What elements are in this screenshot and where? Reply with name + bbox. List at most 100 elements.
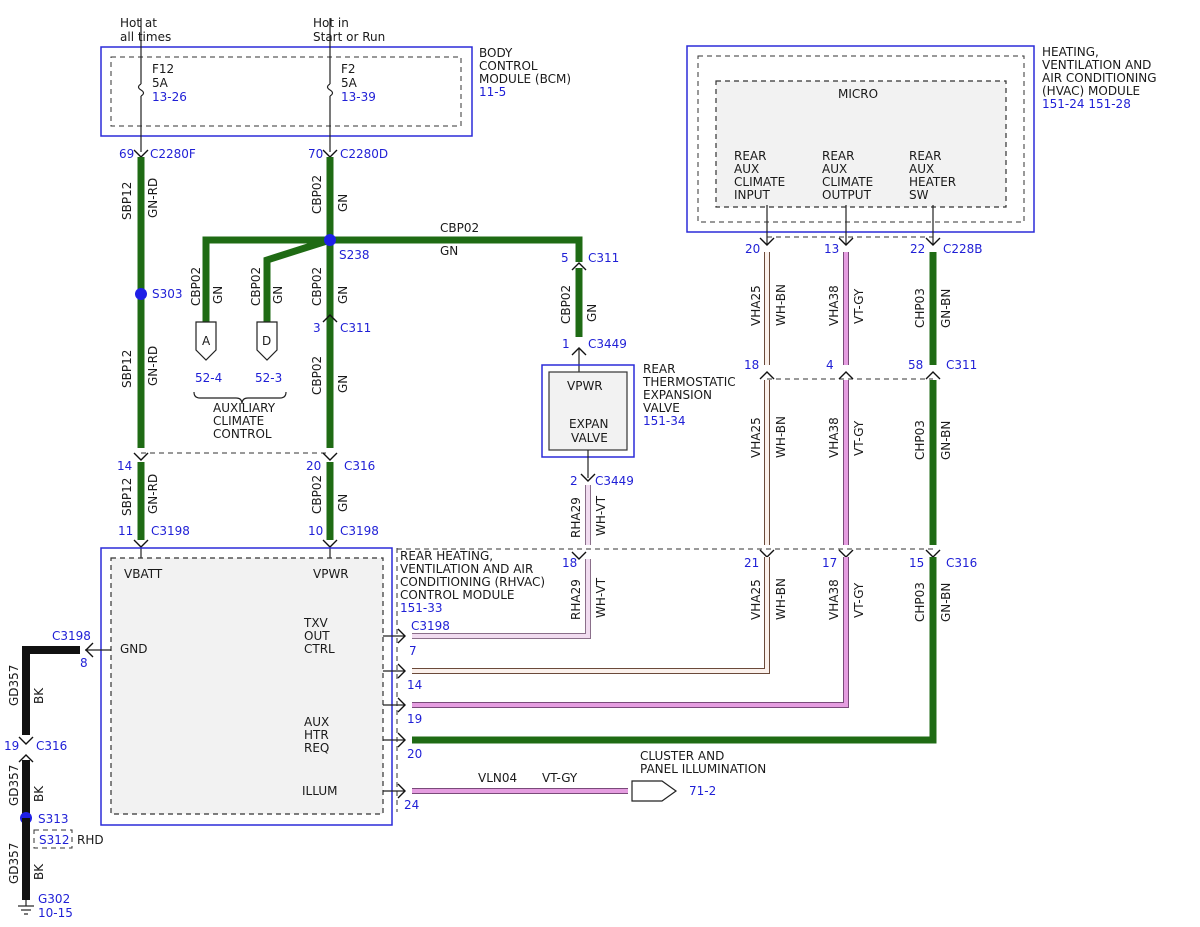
wire-label-whbn-2: WH-BN [774, 416, 788, 458]
rhvac-vbatt: VBATT [124, 567, 163, 581]
splice-s238 [324, 234, 336, 246]
bcm-title-line3: MODULE (BCM) [479, 72, 571, 86]
hvac-pin1-l2: AUX [734, 162, 759, 176]
wire-vha38-lower [412, 557, 848, 707]
rhvac-title-line4: CONTROL MODULE [400, 588, 515, 602]
txv-vpwr: VPWR [567, 379, 603, 393]
pin-1: 1 [562, 337, 570, 351]
rhvac-aux-line3: REQ [304, 741, 329, 755]
cluster-title-line2: PANEL ILLUMINATION [640, 762, 766, 776]
pin-18-c311: 18 [744, 358, 759, 372]
rhvac-illum: ILLUM [302, 784, 337, 798]
pin-21-c316: 21 [744, 556, 759, 570]
wire-label-gnrd-1: GN-RD [146, 178, 160, 218]
connector-c316-left: C316 [344, 459, 375, 473]
wire-label-cbp02-4: CBP02 [559, 285, 573, 324]
wire-label-bk-1: BK [32, 687, 46, 704]
hvac-pin2-l3: CLIMATE [822, 175, 873, 189]
aux-conn-a-label: A [202, 334, 211, 348]
txv-ref: 151-34 [643, 414, 686, 428]
hvac-pin3-l1: REAR [909, 149, 941, 163]
aux-title-line3: CONTROL [213, 427, 272, 441]
cluster-connector [631, 780, 678, 802]
fuse-f12-name: F12 [152, 62, 174, 76]
bcm-title-line1: BODY [479, 46, 513, 60]
pin-18-c316: 18 [562, 556, 577, 570]
pin-17-c316: 17 [822, 556, 837, 570]
aux-climate-connector-a: A [195, 321, 217, 361]
ground-ref: 10-15 [38, 906, 73, 920]
wire-label-gn-2: GN [336, 286, 350, 304]
hvac-pin2-l4: OUTPUT [822, 188, 872, 202]
aux-ref-a: 52-4 [195, 371, 222, 385]
pin-8: 8 [80, 656, 88, 670]
connector-c316-gnd: C316 [36, 739, 67, 753]
hvac-pin2-l1: REAR [822, 149, 854, 163]
wire-label-vha38-3: VHA38 [827, 579, 841, 620]
wire-label-gn-1: GN [336, 194, 350, 212]
wire-label-vha25-3: VHA25 [749, 579, 763, 620]
wire-cbp02-top-label: CBP02 [440, 221, 479, 235]
wire-label-chp03-3: CHP03 [913, 582, 927, 622]
wire-label-vha25-2: VHA25 [749, 417, 763, 458]
cluster-ref: 71-2 [689, 784, 716, 798]
bcm-ref: 11-5 [479, 85, 506, 99]
pin-24: 24 [404, 798, 419, 812]
hvac-micro-label: MICRO [838, 87, 878, 101]
txv-body-line2: VALVE [571, 431, 608, 445]
wire-label-vtgy-1: VT-GY [852, 288, 866, 324]
splice-s312-box [33, 829, 73, 849]
txv-title-line1: REAR [643, 362, 675, 376]
wire-label-gn-4: GN [585, 304, 599, 322]
ground-g302: G302 [38, 892, 70, 906]
connector-c311-right: C311 [946, 358, 977, 372]
hvac-pin1-l3: CLIMATE [734, 175, 785, 189]
connector-c3198-gnd: C3198 [52, 629, 91, 643]
wire-label-gd357-3: GD357 [7, 843, 21, 884]
rhvac-gnd: GND [120, 642, 148, 656]
pin-2: 2 [570, 474, 578, 488]
rhvac-aux-line1: AUX [304, 715, 329, 729]
wire-label-sbp12-2: SBP12 [120, 350, 134, 388]
wire-label-sbp12-3: SBP12 [120, 478, 134, 516]
hot-at-all-times-line1: Hot at [120, 16, 157, 30]
fuse-f2-ref: 13-39 [341, 90, 376, 104]
wire-label-vha38-1: VHA38 [827, 285, 841, 326]
rhvac-txv-line3: CTRL [304, 642, 335, 656]
connector-c3198-11: C3198 [151, 524, 190, 538]
pin-5: 5 [561, 251, 569, 265]
wire-label-gn-5: GN [336, 494, 350, 512]
splice-s303-label: S303 [152, 287, 183, 301]
connector-c2280f: C2280F [150, 147, 196, 161]
hvac-pin3-l2: AUX [909, 162, 934, 176]
aux-title-line1: AUXILIARY [213, 401, 276, 415]
connector-c3449-2: C3449 [595, 474, 634, 488]
pin-20-c228b: 20 [745, 242, 760, 256]
wire-label-cbp02-a: CBP02 [189, 267, 203, 306]
wire-label-sbp12-1: SBP12 [120, 182, 134, 220]
wire-label-gnbn-3: GN-BN [939, 583, 953, 622]
txv-title-line4: VALVE [643, 401, 680, 415]
rhvac-txv-line1: TXV [303, 616, 329, 630]
hvac-title-line1: HEATING, [1042, 45, 1099, 59]
rhvac-ref: 151-33 [400, 601, 443, 615]
bcm-module: BODY CONTROL MODULE (BCM) 11-5 [100, 46, 571, 137]
connector-c3198-10: C3198 [340, 524, 379, 538]
splice-s313-label: S313 [38, 812, 69, 826]
splice-s312-label: S312 [39, 833, 70, 847]
hot-in-start-line2: Start or Run [313, 30, 385, 44]
wire-label-gnrd-2: GN-RD [146, 346, 160, 386]
rhvac-txv-line2: OUT [304, 629, 330, 643]
connector-c311-5: C311 [588, 251, 619, 265]
aux-ref-d: 52-3 [255, 371, 282, 385]
wire-label-whvt-1: WH-VT [594, 495, 608, 536]
wire-label-vtgy-illum: VT-GY [542, 771, 578, 785]
hot-at-all-times-line2: all times [120, 30, 171, 44]
rhvac-aux-line2: HTR [304, 728, 329, 742]
wire-cbp02-to-c311 [330, 236, 583, 262]
wire-label-vtgy-3: VT-GY [852, 582, 866, 618]
connector-c3198-right: C3198 [411, 619, 450, 633]
rhvac-module: VBATT VPWR GND TXV OUT CTRL AUX HTR REQ … [100, 547, 393, 826]
hvac-pin1-l4: INPUT [734, 188, 771, 202]
